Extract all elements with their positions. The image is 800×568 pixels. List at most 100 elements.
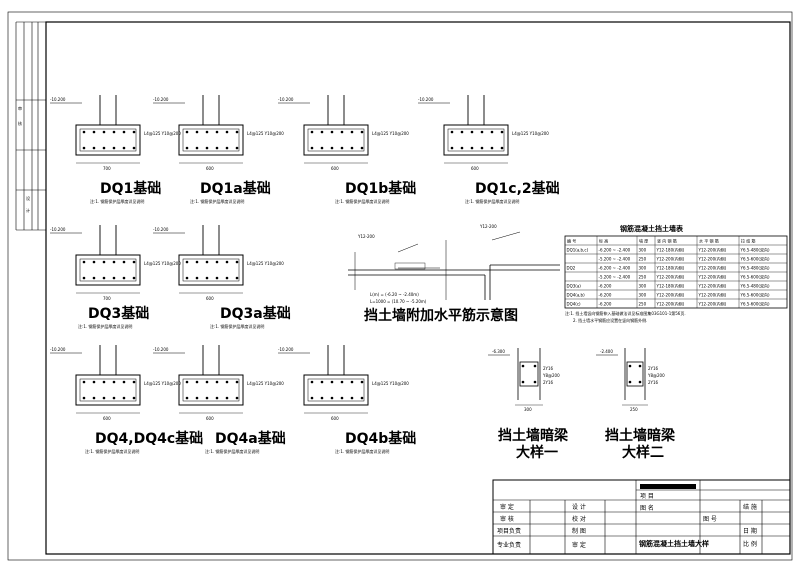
strip-text-2: 核 [18, 120, 22, 126]
rebar-formula-2: L=1000 = (10.70 ~ -5.20m) [370, 299, 427, 304]
detail-caption: DQ4a基础 [215, 430, 286, 447]
sheet-border [45, 21, 791, 555]
table-header-cell: 竖 向 钢 筋 [657, 238, 677, 244]
tb-stage: 结 施 [743, 503, 757, 511]
tb-label-5: 校 对 [572, 515, 586, 523]
beam-detail-2: -2.400 2Y16 Y8@200 2Y16 250 挡土墙暗梁 大样二 [596, 348, 676, 461]
detail-width: 600 [471, 166, 479, 171]
table-cell: 300 [639, 284, 647, 289]
tb-label-3: 专业负责 [497, 541, 521, 549]
detail-caption: DQ1b基础 [345, 180, 416, 197]
table-cell: 300 [639, 248, 647, 253]
tb-label-0: 审 定 [500, 503, 514, 511]
table-cell: Y6.5-480(双向) [740, 247, 770, 253]
detail-elevation: -10.200 [418, 97, 434, 102]
detail-note: 注:1. 钢筋保护层厚度详见说明 [85, 448, 139, 454]
detail-caption: DQ4b基础 [345, 430, 416, 447]
table-cell: 250 [639, 257, 647, 262]
beam2-caption2: 大样二 [622, 444, 664, 461]
detail-width: 600 [206, 296, 214, 301]
table-cell: Y6.5-600(双向) [740, 301, 770, 307]
detail-rebar-label: L4@125 Y10@200 [372, 381, 409, 386]
table-cell: Y12-200(内侧) [698, 265, 727, 271]
table-header-cell: 拉 结 筋 [741, 238, 756, 244]
svg-text:Y8@200: Y8@200 [647, 373, 665, 378]
detail-rebar-label: L4@125 Y10@200 [512, 131, 549, 136]
detail-width: 700 [103, 166, 111, 171]
detail-caption: DQ1a基础 [200, 180, 271, 197]
table-cell: DQ2 [567, 266, 576, 271]
tb-design-no: 图 号 [703, 516, 717, 523]
tb-drawing-name: 钢筋混凝土挡土墙大样 [639, 539, 709, 548]
svg-text:图 名: 图 名 [640, 504, 654, 512]
table-cell: Y6.5-480(双向) [740, 265, 770, 271]
beam2-width: 250 [630, 407, 638, 412]
detail-caption: DQ1基础 [100, 180, 161, 197]
detail-elevation: -10.200 [278, 347, 294, 352]
svg-text:Y12-200: Y12-200 [479, 224, 497, 229]
detail-elevation: -10.200 [153, 97, 169, 102]
table-cell: Y12-200(内侧) [656, 292, 685, 298]
table-cell: 250 [639, 302, 647, 307]
tb-label-2: 项目负责 [497, 527, 521, 535]
table-cell: Y12-200(内侧) [698, 292, 727, 298]
rebar-formula-1: L(m) = (-6.20 ~ -2.40m) [370, 292, 419, 297]
table-header-cell: 编 号 [567, 238, 576, 244]
table-cell: DQ4(c) [567, 302, 582, 307]
table-cell: Y12-200(内侧) [698, 247, 727, 253]
detail-elevation: -10.200 [50, 347, 66, 352]
detail-caption: DQ1c,2基础 [475, 180, 560, 197]
table-cell: Y12-180(内侧) [656, 283, 685, 289]
detail-elevation: -10.200 [50, 227, 66, 232]
table-cell: 250 [639, 275, 647, 280]
detail-note: 注:1. 钢筋保护层厚度详见说明 [335, 448, 389, 454]
beam1-caption2: 大样一 [516, 444, 558, 461]
beam2-elev: -2.400 [600, 349, 613, 354]
detail-elevation: -10.200 [153, 347, 169, 352]
tb-label-1: 审 核 [500, 515, 514, 523]
detail-rebar-label: L4@125 Y10@200 [372, 131, 409, 136]
detail-note: 注:1. 钢筋保护层厚度详见说明 [78, 323, 132, 329]
svg-text:2Y16: 2Y16 [543, 380, 554, 385]
tb-label-4: 设 计 [572, 503, 586, 511]
rebar-diagram: Y12-200 Y12-200 L(m) = (-6.20 ~ -2.40m) … [348, 224, 560, 324]
table-header-cell: 墙 厚 [639, 238, 648, 244]
table-cell: Y6.5-600(双向) [740, 256, 770, 262]
title-block: 审 定 审 核 项目负责 专业负责 设 计 校 对 制 图 审 定 项 目 图 … [492, 479, 791, 555]
table-note-1: 注:1. 挡土墙竖向钢筋伸入基础做法详见标准图集03G101-1第56页. [565, 310, 686, 316]
table-cell: Y12-180(内侧) [656, 265, 685, 271]
detail-note: 注:1. 钢筋保护层厚度详见说明 [335, 198, 389, 204]
table-title: 钢筋混凝土挡土墙表 [620, 224, 684, 233]
beam1-caption1: 挡土墙暗梁 [498, 427, 569, 444]
table-cell: -5.200 ~ -2.400 [599, 257, 631, 262]
table-cell: Y12-200(内侧) [656, 301, 685, 307]
detail-width: 600 [103, 416, 111, 421]
strip-text-1: 审 [18, 105, 22, 111]
table-cell: Y12-200(内侧) [698, 256, 727, 262]
svg-text:2Y16: 2Y16 [648, 366, 659, 371]
detail-rebar-label: L4@125 Y10@200 [247, 381, 284, 386]
detail-rebar-label: L4@125 Y10@200 [144, 131, 181, 136]
detail-rebar-label: L4@125 Y10@200 [144, 261, 181, 266]
detail-elevation: -10.200 [278, 97, 294, 102]
detail-rebar-label: L4@125 Y10@200 [247, 261, 284, 266]
beam1-elev: -6.300 [492, 349, 505, 354]
svg-text:Y12-200: Y12-200 [357, 234, 375, 239]
table-cell: Y6.5-600(双向) [740, 292, 770, 298]
table-cell: -6.200 [599, 293, 612, 298]
detail-caption: DQ4,DQ4c基础 [95, 430, 203, 447]
beam1-width: 300 [524, 407, 532, 412]
table-cell: DQ1(a,b,c) [567, 248, 589, 253]
strip-text-4: 计 [26, 207, 30, 213]
svg-text:项 目: 项 目 [640, 493, 654, 500]
table-cell: Y12-200(内侧) [698, 274, 727, 280]
